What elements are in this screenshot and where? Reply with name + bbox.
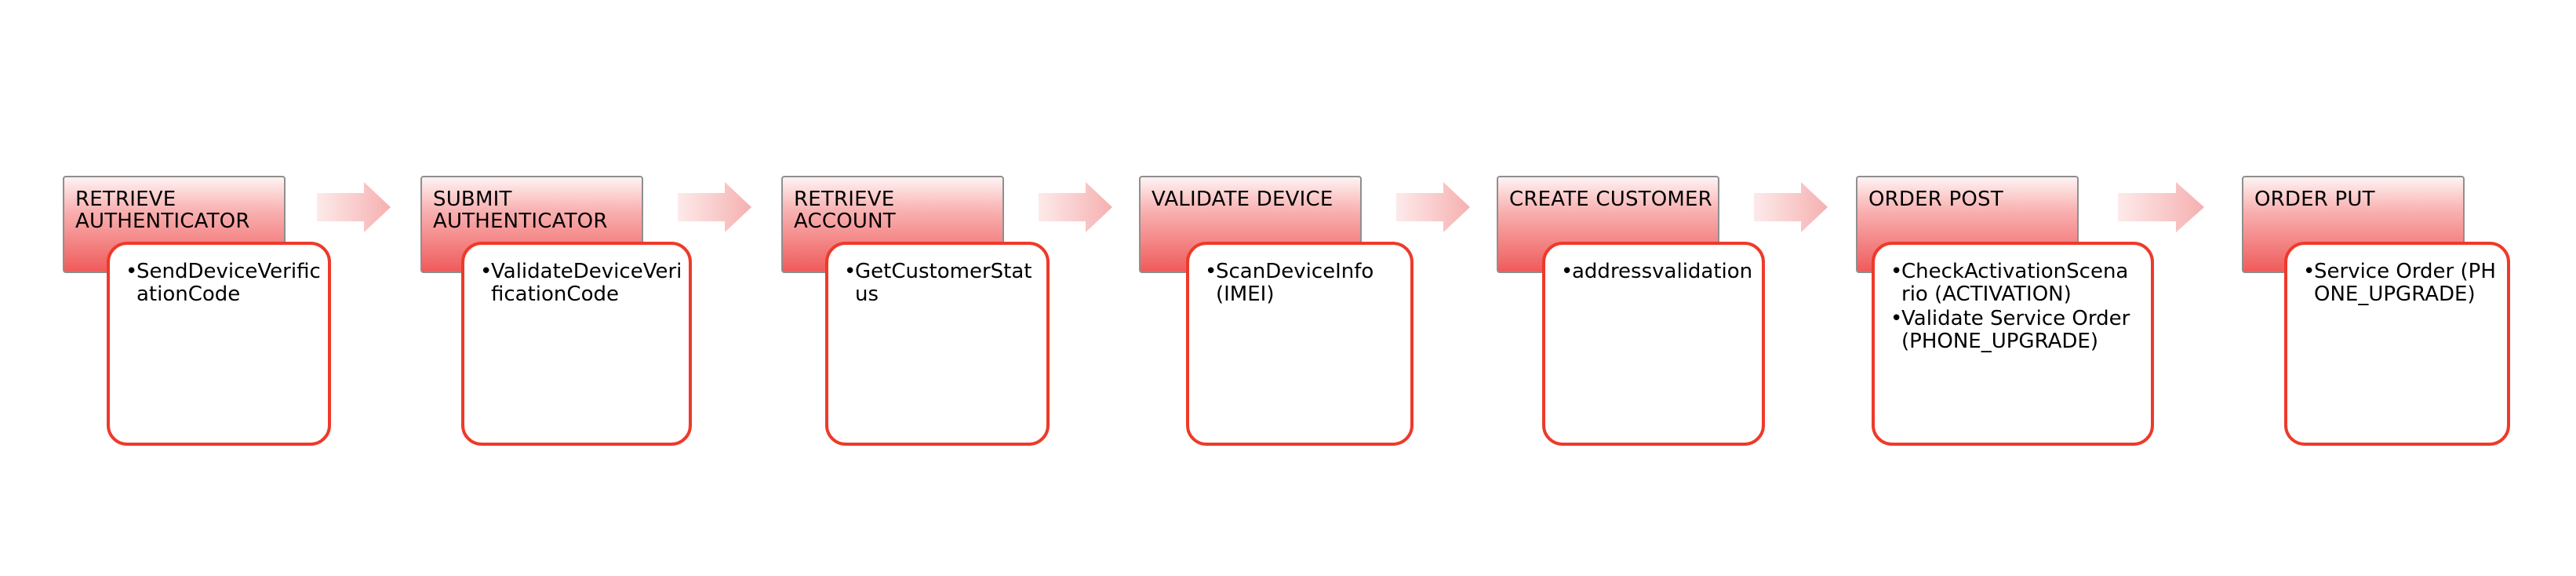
step-detail-card: SendDeviceVerificationCode <box>107 242 331 446</box>
step-title: CREATE CUSTOMER <box>1509 188 1712 211</box>
step-detail-card: GetCustomerStatus <box>825 242 1050 446</box>
step-detail-card: Service Order (PHONE_UPGRADE) <box>2284 242 2510 446</box>
right-arrow-icon <box>1039 182 1112 232</box>
step-detail-card: addressvalidation <box>1542 242 1765 446</box>
step-title: RETRIEVE AUTHENTICATOR <box>75 188 250 233</box>
step-title: SUBMIT AUTHENTICATOR <box>433 188 608 233</box>
step-detail-item: ScanDeviceInfo (IMEI) <box>1205 261 1399 306</box>
step-detail-card: CheckActivationScenario (ACTIVATION) Val… <box>1872 242 2154 446</box>
step-title: ORDER POST <box>1868 188 2003 211</box>
step-detail-item: ValidateDeviceVerificationCode <box>480 261 682 306</box>
step-detail-item: GetCustomerStatus <box>844 261 1035 306</box>
step-detail-item: Service Order (PHONE_UPGRADE) <box>2303 261 2496 306</box>
right-arrow-icon <box>2118 182 2204 232</box>
step-title: ORDER PUT <box>2254 188 2375 211</box>
step-detail-card: ScanDeviceInfo (IMEI) <box>1186 242 1414 446</box>
step-title: RETRIEVE ACCOUNT <box>794 188 896 233</box>
right-arrow-icon <box>317 182 391 232</box>
step-title: VALIDATE DEVICE <box>1152 188 1333 211</box>
step-detail-item: CheckActivationScenario (ACTIVATION) <box>1890 261 2140 306</box>
step-detail-item: Validate Service Order (PHONE_UPGRADE) <box>1890 308 2140 353</box>
right-arrow-icon <box>1754 182 1828 232</box>
step-detail-item: SendDeviceVerificationCode <box>126 261 321 306</box>
right-arrow-icon <box>678 182 751 232</box>
step-detail-card: ValidateDeviceVerificationCode <box>461 242 692 446</box>
right-arrow-icon <box>1396 182 1470 232</box>
step-detail-item: addressvalidation <box>1561 261 1752 284</box>
